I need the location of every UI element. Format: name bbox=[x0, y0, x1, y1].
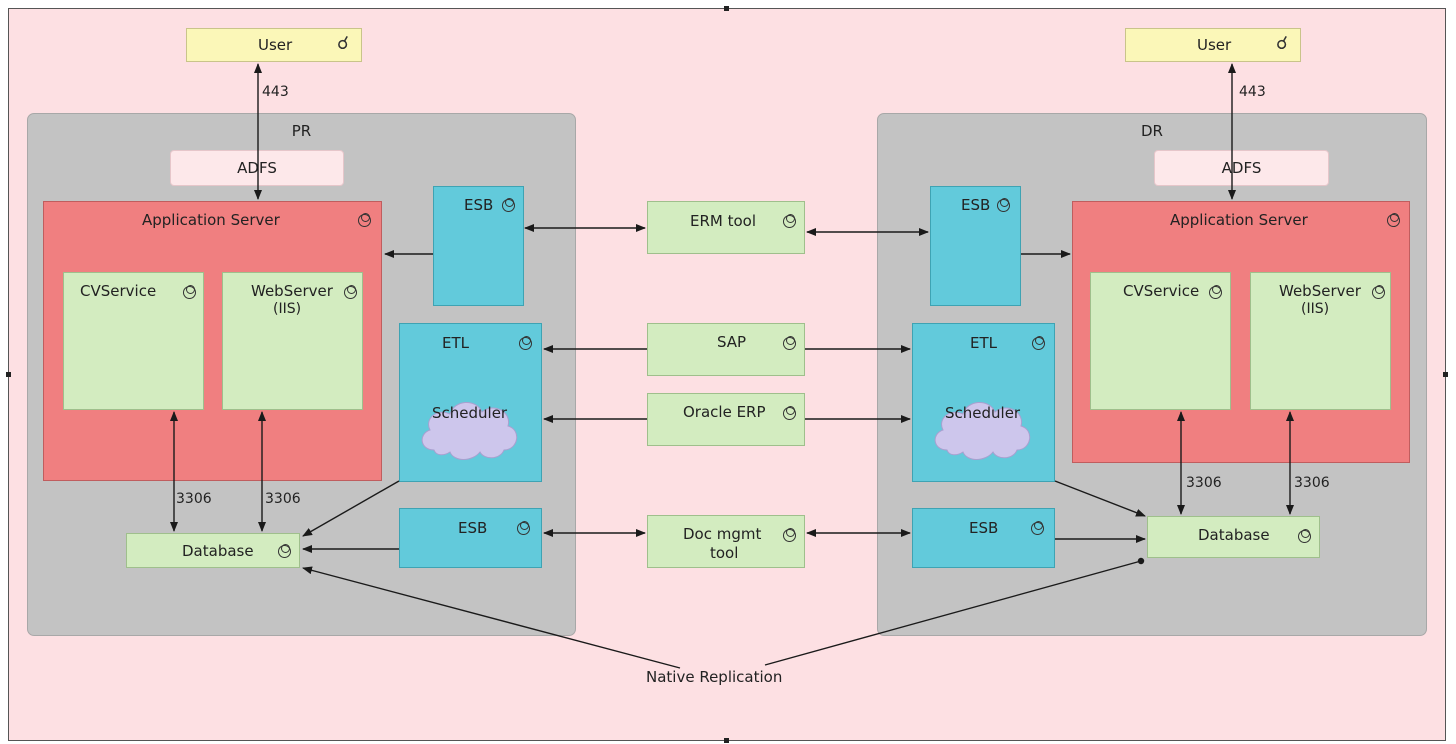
service-icon bbox=[1209, 285, 1222, 299]
sap[interactable]: SAP bbox=[647, 323, 805, 376]
service-icon bbox=[1298, 529, 1311, 543]
erm-tool-label: ERM tool bbox=[690, 212, 757, 230]
connector-replication-dr bbox=[764, 557, 1145, 666]
doc-mgmt-label-line1: Doc mgmt bbox=[683, 525, 762, 543]
actor-icon: ☌ bbox=[337, 33, 350, 54]
service-icon bbox=[997, 198, 1010, 212]
port-label-3306-cvservice-dr: 3306 bbox=[1186, 475, 1222, 491]
service-icon bbox=[278, 544, 291, 558]
esb-pr-bottom-label: ESB bbox=[458, 519, 488, 537]
service-icon bbox=[183, 285, 196, 299]
service-icon bbox=[519, 336, 532, 350]
resize-handle-top[interactable] bbox=[724, 6, 729, 11]
esb-pr-top-label: ESB bbox=[464, 196, 494, 214]
service-icon bbox=[517, 521, 530, 535]
cloud-icon bbox=[934, 402, 1031, 460]
esb-dr-top[interactable]: ESB bbox=[930, 186, 1021, 306]
cvservice-dr[interactable]: CVService bbox=[1090, 272, 1231, 410]
esb-dr-bottom[interactable]: ESB bbox=[912, 508, 1055, 568]
webserver-dr-sublabel: (IIS) bbox=[1301, 301, 1330, 317]
connector-etl-database-pr bbox=[302, 480, 400, 537]
resize-handle-right[interactable] bbox=[1443, 372, 1448, 377]
application-server-pr-label: Application Server bbox=[142, 211, 280, 229]
service-icon bbox=[1032, 336, 1045, 350]
webserver-pr-label: WebServer bbox=[251, 282, 333, 300]
user-left-label: User bbox=[258, 36, 293, 54]
port-label-3306-webserver-pr: 3306 bbox=[265, 491, 301, 507]
webserver-pr[interactable]: WebServer (IIS) bbox=[222, 272, 363, 410]
service-icon bbox=[1372, 285, 1385, 299]
connector-replication-pr bbox=[302, 566, 681, 669]
resize-handle-left[interactable] bbox=[6, 372, 11, 377]
scheduler-dr-label: Scheduler bbox=[945, 404, 1021, 422]
cvservice-dr-label: CVService bbox=[1123, 282, 1200, 300]
service-icon bbox=[1387, 213, 1400, 227]
esb-dr-bottom-label: ESB bbox=[969, 519, 999, 537]
port-label-3306-cvservice-pr: 3306 bbox=[176, 491, 212, 507]
service-icon bbox=[783, 406, 796, 420]
zone-pr-label: PR bbox=[291, 122, 312, 140]
erm-tool[interactable]: ERM tool bbox=[647, 201, 805, 254]
service-icon bbox=[502, 198, 515, 212]
actor-icon: ☌ bbox=[1276, 33, 1289, 54]
scheduler-pr-label: Scheduler bbox=[432, 404, 508, 422]
oracle-erp[interactable]: Oracle ERP bbox=[647, 393, 805, 446]
etl-dr[interactable]: ETL Scheduler bbox=[912, 323, 1055, 482]
database-dr-label: Database bbox=[1198, 526, 1270, 544]
webserver-dr[interactable]: WebServer (IIS) bbox=[1250, 272, 1391, 410]
application-server-dr-label: Application Server bbox=[1170, 211, 1308, 229]
service-icon bbox=[783, 214, 796, 228]
port-label-3306-webserver-dr: 3306 bbox=[1294, 475, 1330, 491]
doc-mgmt-tool[interactable]: Doc mgmt tool bbox=[647, 515, 805, 568]
webserver-dr-label: WebServer bbox=[1279, 282, 1361, 300]
database-dr[interactable]: Database bbox=[1147, 516, 1320, 558]
user-left[interactable]: User ☌ bbox=[186, 28, 362, 62]
esb-dr-top-label: ESB bbox=[961, 196, 991, 214]
sap-label: SAP bbox=[717, 333, 747, 351]
native-replication-label: Native Replication bbox=[646, 668, 783, 686]
user-right[interactable]: User ☌ bbox=[1125, 28, 1301, 62]
service-icon bbox=[783, 528, 796, 542]
resize-handle-bottom[interactable] bbox=[724, 738, 729, 743]
user-right-label: User bbox=[1197, 36, 1232, 54]
database-pr-label: Database bbox=[182, 542, 254, 560]
cvservice-pr-label: CVService bbox=[80, 282, 157, 300]
service-icon bbox=[783, 336, 796, 350]
connector-etl-database-dr bbox=[1054, 480, 1146, 517]
webserver-pr-sublabel: (IIS) bbox=[273, 301, 302, 317]
port-label-443-dr: 443 bbox=[1239, 84, 1266, 100]
database-pr[interactable]: Database bbox=[126, 533, 300, 568]
service-icon bbox=[1031, 521, 1044, 535]
esb-pr-bottom[interactable]: ESB bbox=[399, 508, 542, 568]
etl-pr-label: ETL bbox=[442, 334, 469, 352]
esb-pr-top[interactable]: ESB bbox=[433, 186, 524, 306]
port-label-443-pr: 443 bbox=[262, 84, 289, 100]
service-icon bbox=[344, 285, 357, 299]
etl-pr[interactable]: ETL Scheduler bbox=[399, 323, 542, 482]
cloud-icon bbox=[421, 402, 518, 460]
zone-dr-label: DR bbox=[1141, 122, 1163, 140]
cvservice-pr[interactable]: CVService bbox=[63, 272, 204, 410]
oracle-erp-label: Oracle ERP bbox=[683, 403, 766, 421]
service-icon bbox=[358, 213, 371, 227]
doc-mgmt-label-line2: tool bbox=[710, 544, 739, 562]
etl-dr-label: ETL bbox=[970, 334, 997, 352]
